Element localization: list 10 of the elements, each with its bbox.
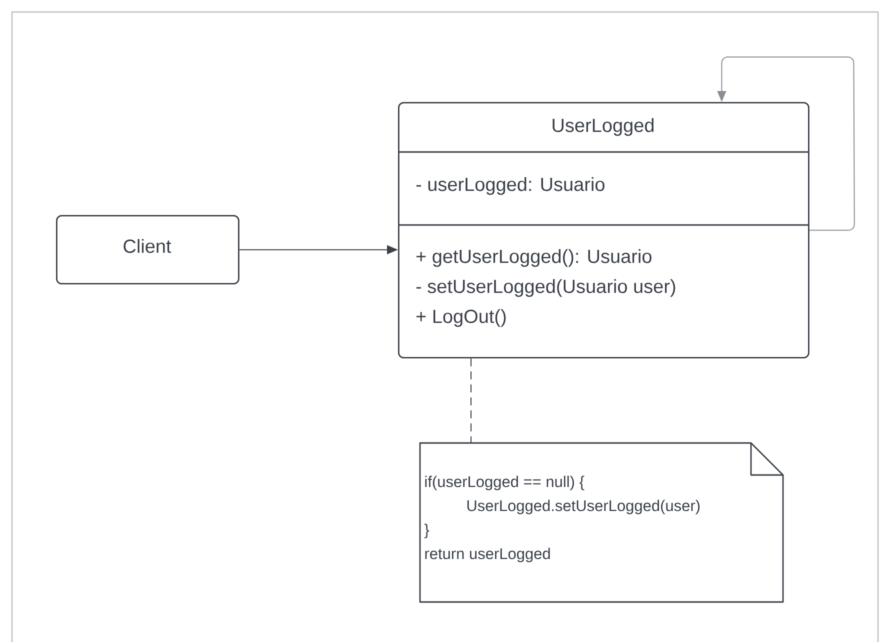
dashed-line [470,358,472,444]
method: + getUserLogged(): Usuario [416,249,652,267]
method: - setUserLogged(Usuario user) [416,279,676,297]
arrow [717,56,855,231]
class-name: UserLogged [552,118,654,136]
process-box: Client [56,215,240,284]
attribute: - userLogged: Usuario [416,177,604,195]
method: + LogOut() [416,309,506,327]
class-box [398,102,810,358]
note: if(userLogged == null) { UserLogged.setUserLogged(user) } return userLogged [419,442,784,603]
